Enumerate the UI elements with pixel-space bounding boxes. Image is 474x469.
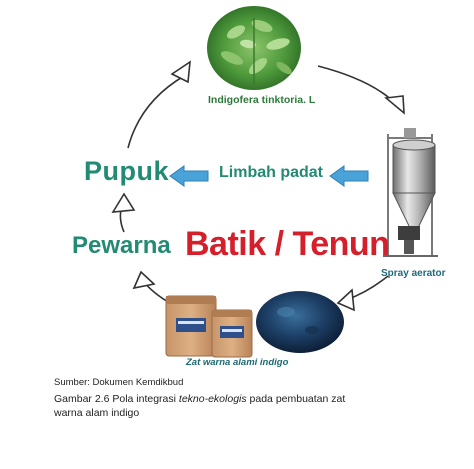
indigo-powder-image [256,291,344,353]
zat-warna-label: Zat warna alami indigo [186,357,289,368]
caption-emphasis: tekno-ekologis [178,393,247,405]
cycle-arrow-pupuk-to-plant [127,60,191,149]
cycle-arrow-tank-to-powder [336,275,389,312]
caption-suffix: pada pembuatan zat warna alam indigo [54,393,346,419]
plant-label: Indigofera tinktoria. L [208,94,316,106]
cycle-arrow-bags-to-pewarna [132,270,169,303]
batik-tenun-label: Batik / Tenun [185,225,390,263]
cycle-arrow-pewarna-to-pupuk [111,192,136,233]
caption-prefix: Gambar 2.6 Pola integrasi [54,393,179,405]
source-credit: Sumber: Dokumen Kemdikbud [54,377,184,388]
flow-arrow-tank-to-limbah [329,165,369,187]
cycle-arrow-plant-to-tank [317,65,405,115]
spray-aerator-image [383,128,438,257]
flow-arrow-limbah-to-pupuk [169,165,209,187]
limbah-padat-label: Limbah padat [219,164,324,181]
pewarna-label: Pewarna [72,232,171,259]
figure-caption: Gambar 2.6 Pola integrasi tekno-ekologis… [54,393,354,420]
spray-aerator-label: Spray aerator [381,268,446,279]
indigofera-plant-image [207,6,301,90]
indigo-bags-image [165,295,253,358]
pupuk-label: Pupuk [84,156,170,186]
